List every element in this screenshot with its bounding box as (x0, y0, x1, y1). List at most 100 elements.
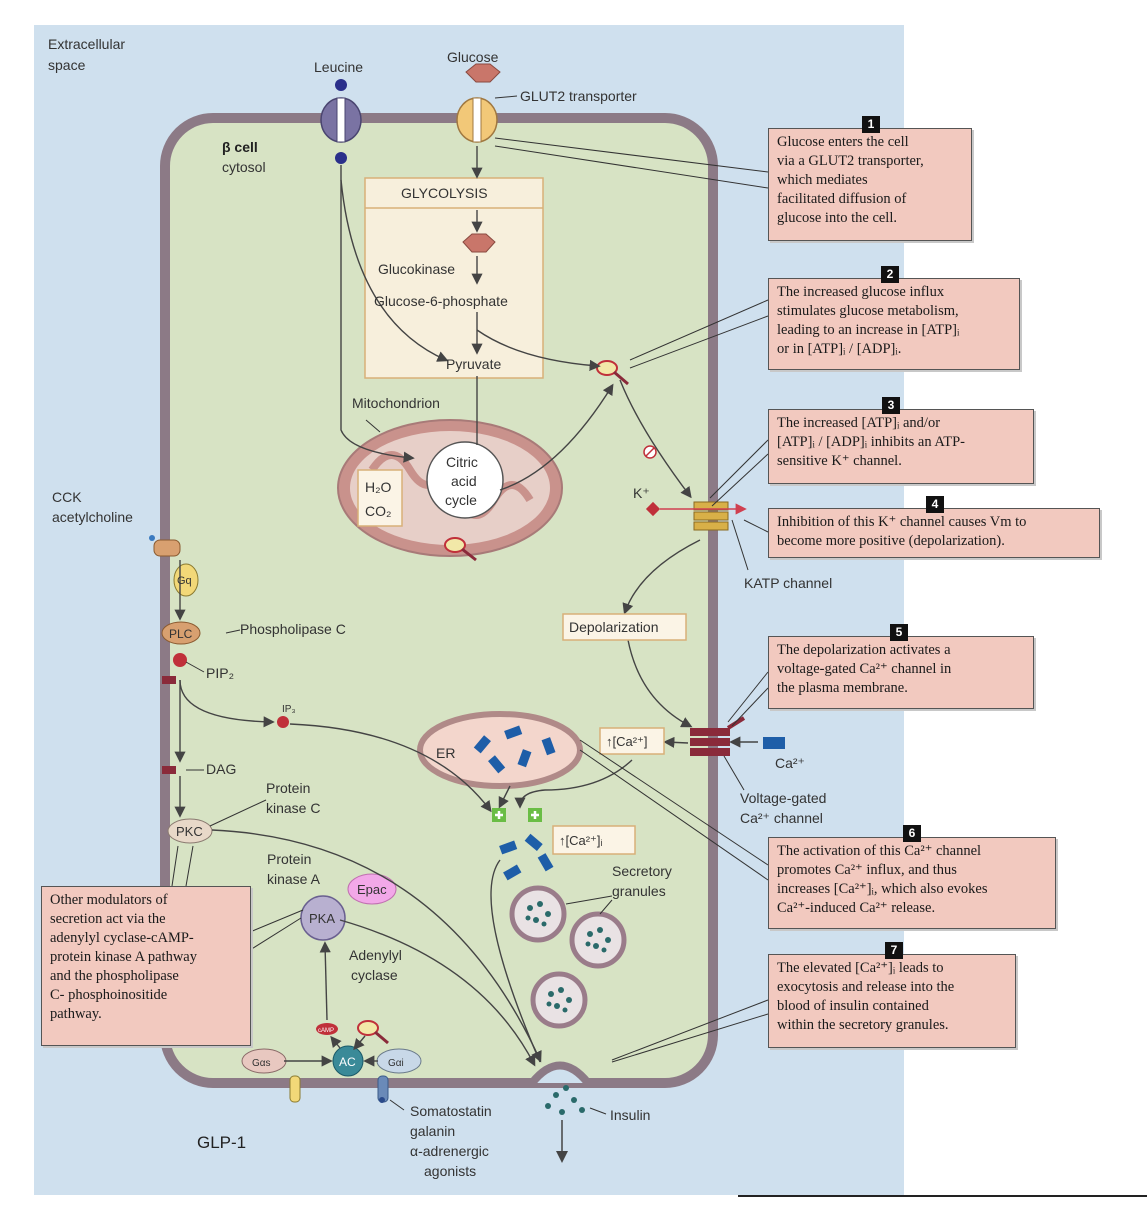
secretory-granules (509, 885, 627, 1029)
calcium-increase-box-2 (552, 825, 636, 855)
citric-acid-cycle (426, 441, 504, 519)
modulators-line-7: pathway. (50, 1006, 102, 1022)
gq-label: Gq (177, 575, 192, 587)
modulators-callout: Other modulators of secretion act via th… (41, 886, 251, 1046)
modulators-line-5: and the phospholipase (50, 968, 179, 984)
extracellular-label-1: Extracellular (48, 36, 125, 52)
callout-7-line-4: within the secretory granules. (777, 1017, 949, 1033)
activation-markers (492, 808, 542, 822)
modulators-line-3: adenylyl cyclase-cAMP- (50, 930, 194, 946)
callout-6-number: 6 (903, 825, 921, 842)
cytosol-label: cytosol (222, 159, 266, 175)
pkc-name-2: kinase C (266, 800, 320, 816)
callout-4-line-1: Inhibition of this K⁺ channel causes Vm … (777, 514, 1027, 530)
somatostatin-label-1: Somatostatin (410, 1103, 492, 1119)
pka-pathway (241, 873, 422, 1103)
secretory-label-1: Secretory (612, 863, 672, 879)
callout-3-number: 3 (882, 397, 900, 414)
depolarization-box (562, 613, 687, 641)
callout-7: The elevated [Ca²⁺]ᵢ leads to exocytosis… (768, 954, 1016, 1048)
glucose-label: Glucose (447, 49, 499, 65)
callout-2-line-3: leading to an increase in [ATP]ᵢ (777, 322, 960, 338)
callout-6-line-2: promotes Ca²⁺ influx, and thus (777, 862, 957, 878)
g6p-label: Glucose-6-phosphate (374, 293, 508, 309)
callout-2: The increased glucose influx stimulates … (768, 278, 1020, 370)
callout-7-line-2: exocytosis and release into the (777, 979, 955, 995)
callout-1-line-5: glucose into the cell. (777, 210, 897, 226)
callout-6-line-1: The activation of this Ca²⁺ channel (777, 843, 982, 859)
callout-5-line-2: voltage-gated Ca²⁺ channel in (777, 661, 952, 677)
callout-6: The activation of this Ca²⁺ channel prom… (768, 837, 1056, 929)
callout-1-line-1: Glucose enters the cell (777, 134, 909, 150)
callout-3-line-1: The increased [ATP]ᵢ and/or (777, 415, 941, 431)
vgcc-label-2: Ca²⁺ channel (740, 810, 823, 826)
depolarization-label: Depolarization (569, 619, 659, 635)
exocytosis-site (528, 1061, 592, 1086)
insulin-molecules (545, 1085, 585, 1115)
leader-lines (171, 95, 769, 1115)
callout-3: The increased [ATP]ᵢ and/or [ATP]ᵢ / [AD… (768, 409, 1034, 484)
callout-1-line-2: via a GLUT2 transporter, (777, 153, 924, 169)
calcium-increase-box (599, 727, 665, 755)
er-label: ER (436, 745, 455, 761)
callout-1-number: 1 (862, 116, 880, 133)
glut2-label: GLUT2 transporter (520, 88, 637, 104)
pip2-label: PIP₂ (206, 665, 234, 681)
insulin-label: Insulin (610, 1107, 650, 1123)
beta-cell-label: β cell (222, 139, 258, 155)
glycolysis-box (364, 177, 544, 379)
somatostatin-label-4: agonists (424, 1163, 476, 1179)
k-plus-label: K⁺ (633, 485, 650, 501)
somatostatin-label-2: galanin (410, 1123, 455, 1139)
callout-2-line-2: stimulates glucose metabolism, (777, 303, 959, 319)
camp-label: cAMP (318, 1028, 334, 1034)
citric-label-2: acid (451, 473, 477, 489)
vgcc-label-1: Voltage-gated (740, 790, 826, 806)
pathway-arrows (174, 146, 701, 1067)
plc-label: PLC (169, 627, 193, 641)
secretory-label-2: granules (612, 883, 666, 899)
mitochondrion-label: Mitochondrion (352, 395, 440, 411)
callout-4-line-2: become more positive (depolarization). (777, 533, 1005, 549)
callout-7-number: 7 (885, 942, 903, 959)
extracellular-calcium-ion (763, 737, 785, 749)
callout-2-line-4: or in [ATP]ᵢ / [ADP]ᵢ. (777, 341, 902, 357)
leucine-transporter (320, 79, 362, 164)
ac-label: AC (339, 1055, 356, 1069)
callout-1-line-3: which mediates (777, 172, 868, 188)
atp-icons (357, 360, 657, 1045)
epac-label: Epac (357, 882, 387, 897)
citric-label-3: cycle (445, 492, 477, 508)
calcium-increase-label: ↑[Ca²⁺] (606, 734, 648, 749)
calcium-label: Ca²⁺ (775, 755, 805, 771)
callout-5-line-1: The depolarization activates a (777, 642, 951, 658)
calcium-increase-label-2: ↑[Ca²⁺]ᵢ (559, 833, 603, 848)
gai-label: Gαi (388, 1058, 404, 1069)
adenylyl-label-2: cyclase (351, 967, 398, 983)
glucokinase-label: Glucokinase (378, 261, 455, 277)
pka-name-1: Protein (267, 851, 311, 867)
katp-label: KATP channel (744, 575, 832, 591)
pka-name-2: kinase A (267, 871, 321, 887)
pyruvate-label: Pyruvate (446, 356, 501, 372)
callout-1-line-4: facilitated diffusion of (777, 191, 907, 207)
er-calcium-ions (473, 725, 556, 774)
gas-label: Gαs (252, 1058, 271, 1069)
pkc-name-1: Protein (266, 780, 310, 796)
callout-2-line-1: The increased glucose influx (777, 284, 945, 300)
callout-1: Glucose enters the cell via a GLUT2 tran… (768, 128, 972, 241)
modulators-line-4: protein kinase A pathway (50, 949, 197, 965)
adenylyl-label-1: Adenylyl (349, 947, 402, 963)
callout-3-line-3: sensitive K⁺ channel. (777, 453, 902, 469)
callout-5-number: 5 (890, 624, 908, 641)
h2o-label: H₂O (365, 479, 392, 495)
pkc-label: PKC (176, 824, 203, 839)
dag-label: DAG (206, 761, 236, 777)
voltage-gated-calcium-channel (690, 716, 746, 756)
extracellular-label-2: space (48, 57, 86, 73)
modulators-line-2: secretion act via the (50, 911, 166, 927)
phospholipase-c-label: Phospholipase C (240, 621, 346, 637)
katp-channel (645, 501, 729, 531)
somatostatin-label-3: α-adrenergic (410, 1143, 489, 1159)
